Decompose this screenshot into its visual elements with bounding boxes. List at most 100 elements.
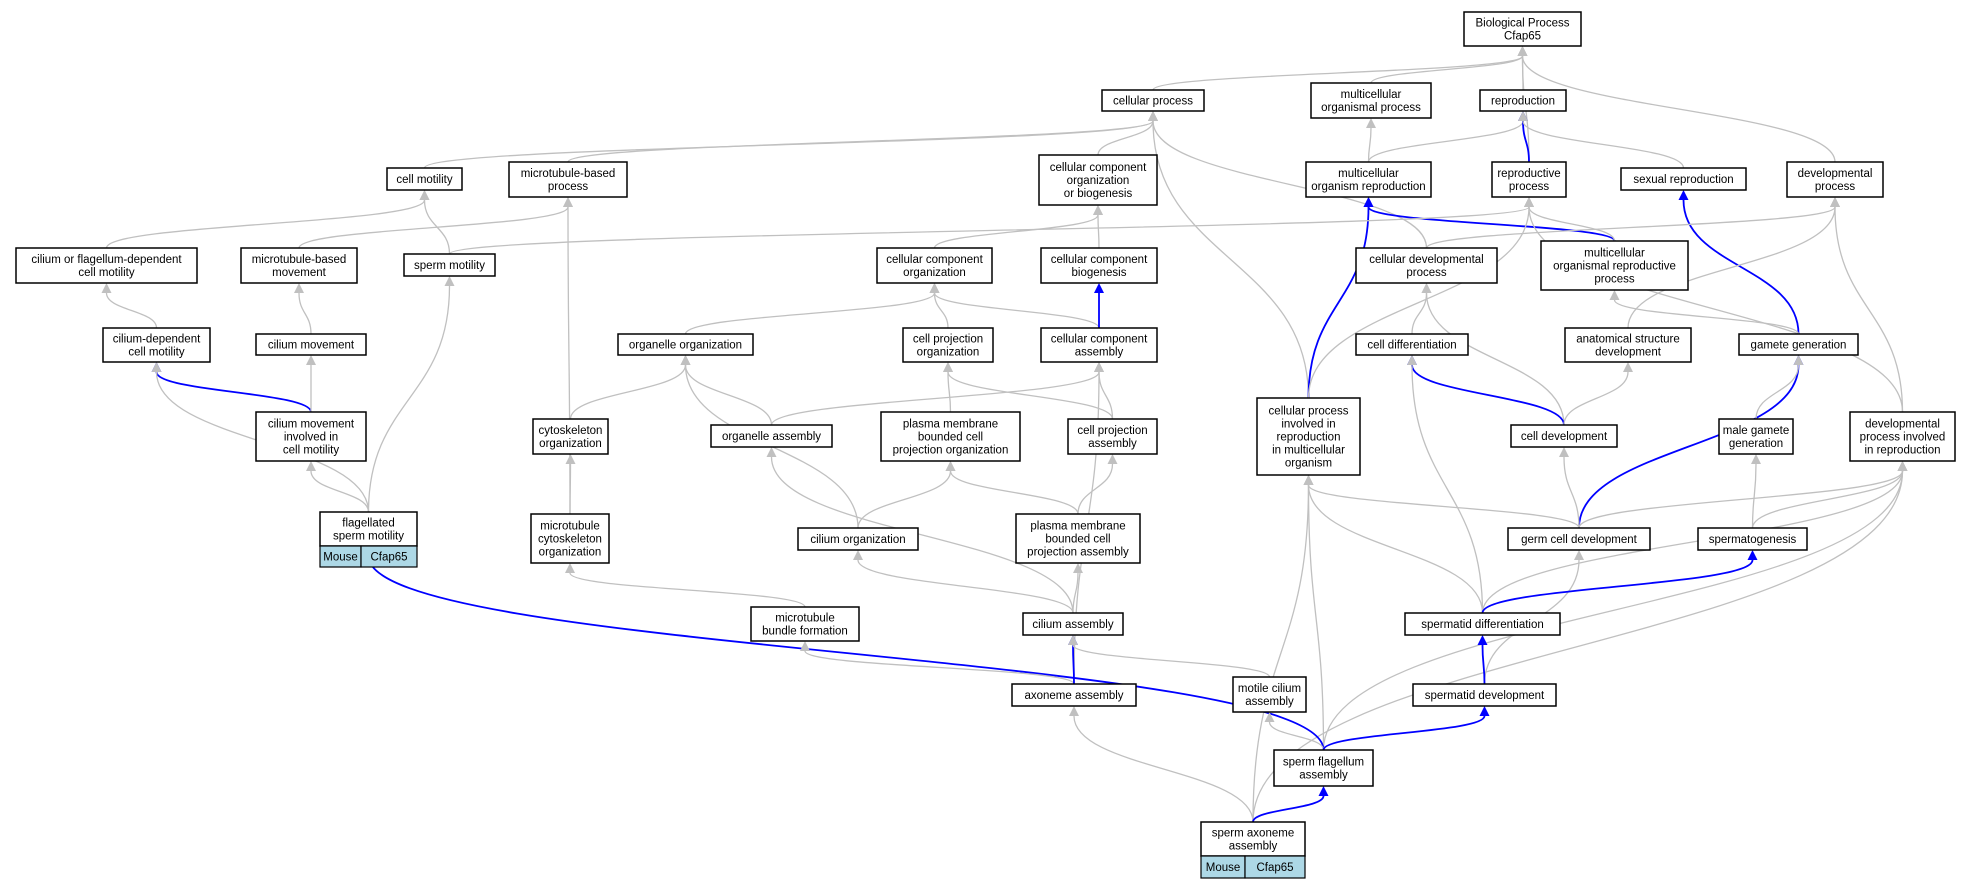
term-box [255,411,367,462]
term-box [386,167,463,191]
term-node-sr[interactable]: sexual reproduction [1620,167,1747,191]
term-label: cellular component [1050,162,1147,174]
term-node-ca[interactable]: cilium assembly [1022,612,1124,636]
edge-cdm-to-cfdm [105,292,158,329]
term-box [508,161,628,198]
term-box [1404,612,1561,636]
arrowhead-icon [1363,197,1374,207]
term-label: assembly [1075,347,1124,359]
arrowhead-icon [1366,118,1376,128]
term-label: assembly [1229,841,1278,853]
term-box [1620,167,1747,191]
edge-layer [101,46,1908,823]
term-label: involved in [284,432,338,444]
term-label: flagellated [342,518,394,530]
term-node-sd[interactable]: spermatid differentiation [1404,612,1561,636]
term-node-gg[interactable]: gamete generation [1738,333,1859,356]
edge-mca-to-ca [1072,644,1271,678]
edge-sfa-to-cpir [1307,484,1325,751]
term-label: projection assembly [1027,547,1129,559]
edge-sd-to-dpir [1481,470,1904,614]
term-label: movement [272,267,326,279]
term-label: cilium assembly [1032,619,1113,631]
term-label: organismal reproductive [1553,261,1676,273]
term-node-sdev[interactable]: spermatid development [1412,683,1557,707]
term-label: sexual reproduction [1633,174,1733,186]
term-node-cp[interactable]: cellular process [1101,89,1205,112]
arrowhead-icon [1751,454,1761,464]
term-label: organelle assembly [722,431,821,443]
term-node-sm[interactable]: sperm motility [403,253,496,277]
term-box [1015,513,1141,564]
arrowhead-icon [1073,563,1083,573]
edge-dpir-to-dp [1834,206,1904,413]
term-node-cmov[interactable]: cilium movement [255,333,367,356]
term-node-cm[interactable]: cell motility [386,167,463,191]
term-box [1738,333,1859,356]
term-node-sg[interactable]: spermatogenesis [1697,527,1808,551]
term-label: microtubule-based [521,168,616,180]
arrowhead-icon [563,197,573,207]
term-node-aa[interactable]: axoneme assembly [1011,683,1137,707]
term-label: plasma membrane [1030,521,1125,533]
edge-oa-to-cca [770,371,1100,426]
term-node-rep[interactable]: reproduction [1479,89,1567,112]
term-box [1507,527,1651,551]
term-label: assembly [1088,438,1137,450]
term-label: cell projection [913,334,983,346]
term-node-co[interactable]: cilium organization [797,527,919,551]
term-label: biogenesis [1072,267,1127,279]
term-label: sperm motility [333,531,404,543]
term-label: anatomical structure [1576,334,1680,346]
term-label: motile cilium [1238,683,1301,695]
edge-oo-to-cco [684,292,936,335]
term-node-oo[interactable]: organelle organization [617,333,754,356]
arrowhead-icon [1407,355,1417,365]
term-label: cellular developmental [1369,254,1483,266]
edge-sd-to-cpir [1307,484,1484,614]
edge-pmbcpo-to-cpo [947,371,952,413]
term-label: multicellular [1341,89,1402,101]
term-node-gcd[interactable]: germ cell development [1507,527,1651,551]
term-box [1540,240,1689,291]
edge-cdev-to-cdiff [1411,364,1565,426]
term-label: cytoskeleton [539,425,603,437]
term-node-cdev[interactable]: cell development [1510,424,1618,448]
term-label: involved in [1281,419,1335,431]
term-node-oa[interactable]: organelle assembly [710,424,833,448]
arrowhead-icon [101,283,112,293]
annotation-tag [360,545,418,568]
term-node-cdiff[interactable]: cell differentiation [1355,333,1469,356]
